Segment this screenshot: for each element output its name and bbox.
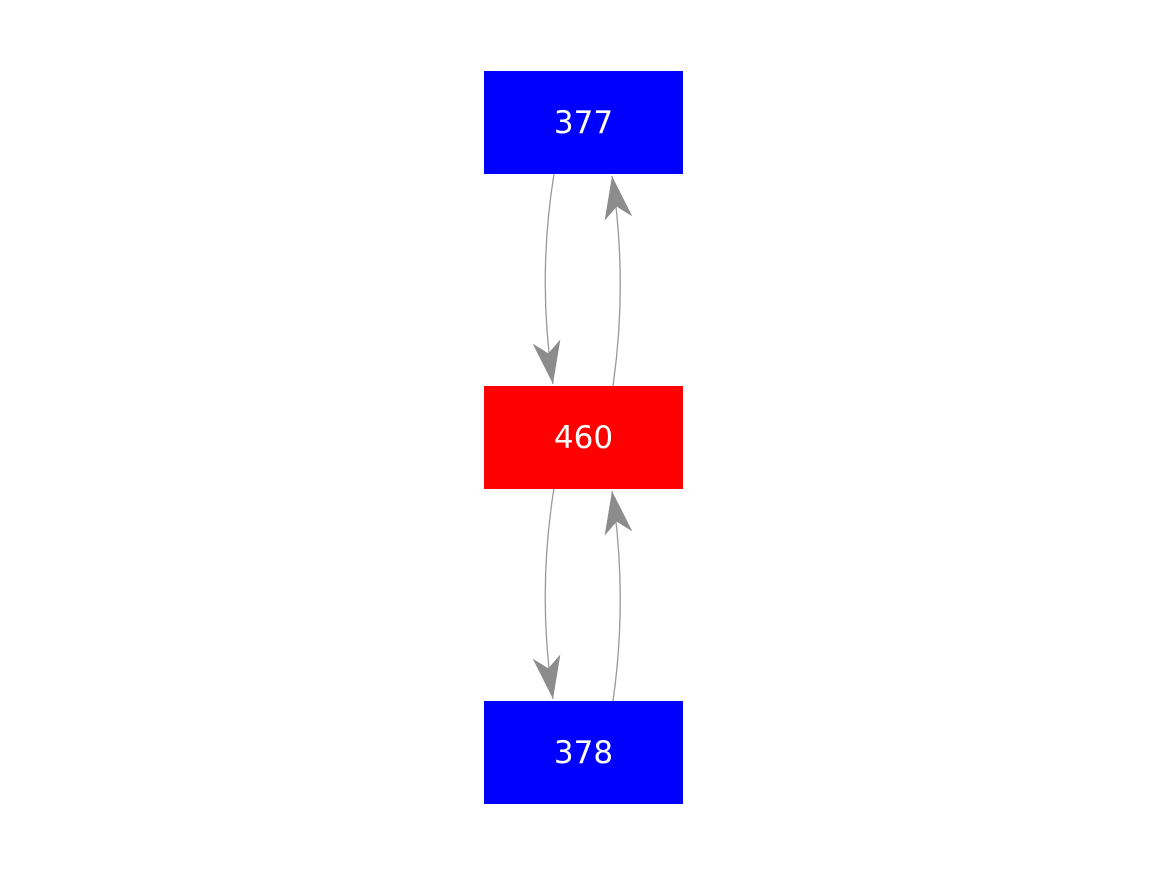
edge-460-to-377 — [604, 175, 633, 387]
node-377: 377 — [484, 71, 683, 174]
node-378: 378 — [484, 701, 683, 804]
node-label: 378 — [553, 734, 614, 771]
node-label: 460 — [553, 419, 614, 456]
node-label: 377 — [553, 104, 614, 141]
edge-460-to-378 — [532, 487, 561, 700]
edge-377-to-460 — [532, 173, 561, 385]
edge-378-to-460 — [604, 490, 633, 702]
node-460: 460 — [484, 386, 683, 489]
